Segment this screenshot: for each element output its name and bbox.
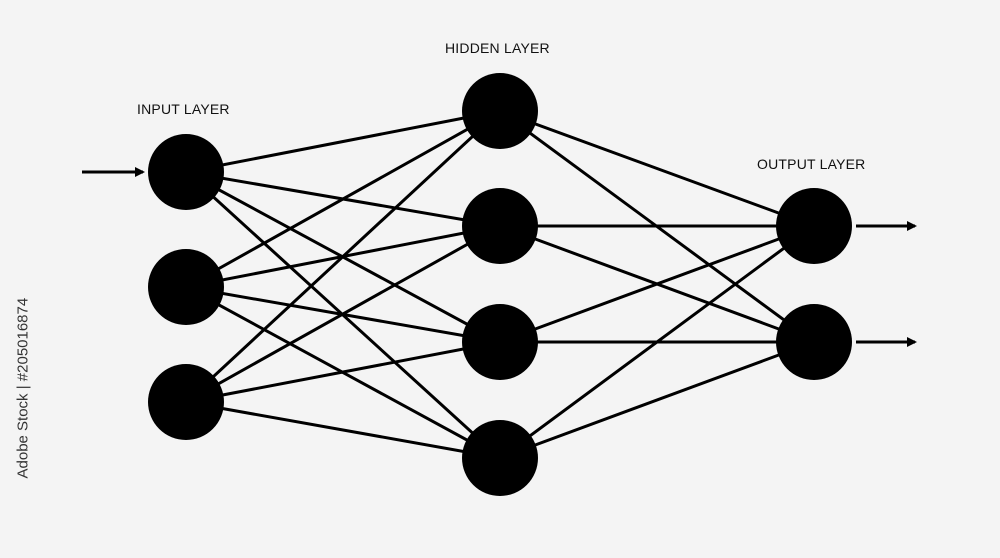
hidden-layer-label: HIDDEN LAYER [445,40,550,56]
connection-hidden3-output1 [499,224,815,344]
connection-input2-hidden1 [185,109,501,289]
output-node-1 [776,188,852,264]
output-layer-label: OUTPUT LAYER [757,156,866,172]
neuron-nodes [148,73,852,496]
connection-input1-hidden1 [185,109,501,174]
hidden-node-1 [462,73,538,149]
connection-input3-hidden4 [185,400,501,460]
input-layer-label: INPUT LAYER [137,101,230,117]
stock-watermark-id: Adobe Stock | #205016874 [14,297,32,479]
input-node-3 [148,364,224,440]
hidden-node-4 [462,420,538,496]
signal-arrows [82,167,917,347]
hidden-node-2 [462,188,538,264]
connection-input3-hidden1 [184,109,502,404]
connection-input3-hidden3 [185,340,501,404]
output-node-2 [776,304,852,380]
hidden-node-3 [462,304,538,380]
connection-hidden4-output1 [499,224,815,460]
connection-hidden4-output2 [499,340,815,460]
input-node-2 [148,249,224,325]
connection-lines [184,109,815,460]
input-node-1 [148,134,224,210]
connection-input3-hidden2 [185,224,501,404]
connection-hidden1-output1 [499,109,815,228]
